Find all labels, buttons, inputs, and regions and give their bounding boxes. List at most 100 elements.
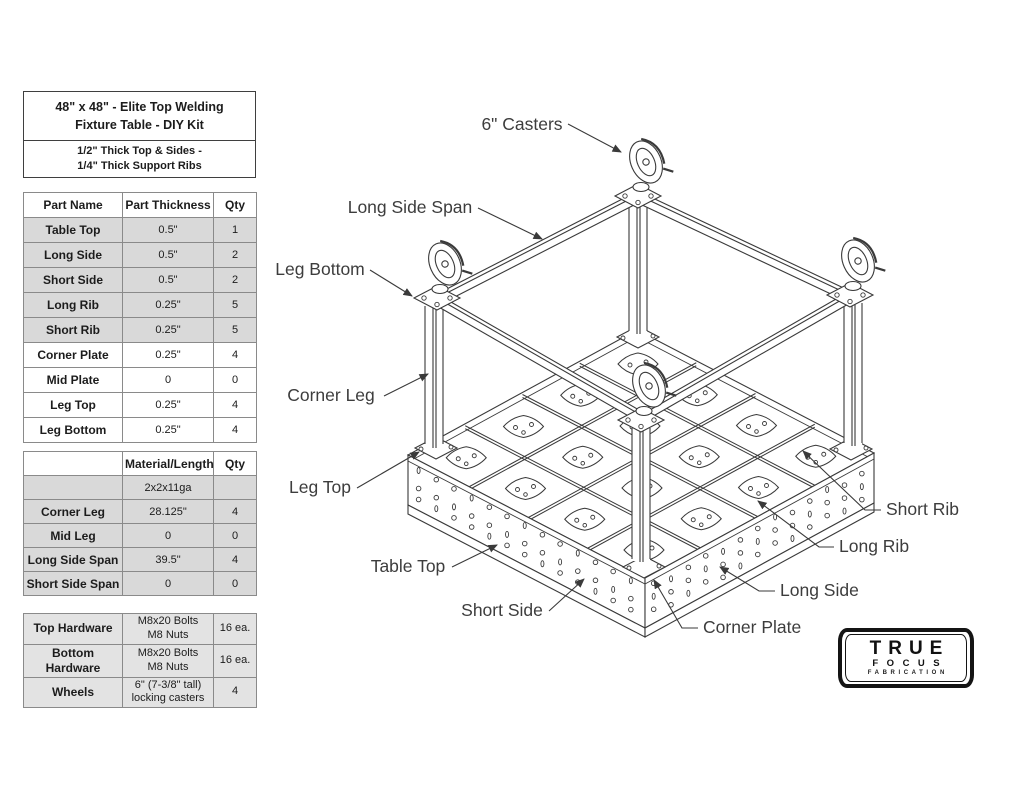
table-header-row: Part Name Part Thickness Qty (23, 192, 257, 218)
rib-grid (465, 362, 817, 553)
table-row: Short Side 0.5" 2 (23, 267, 257, 293)
header-qty: Qty (213, 192, 257, 218)
label-long-side: Long Side (780, 580, 859, 600)
cell-qty (213, 475, 257, 500)
cell-qty: 4 (213, 342, 257, 368)
cell-name: Leg Top (23, 392, 123, 418)
cell-name: Long Side (23, 242, 123, 268)
cell-value: 0 (122, 523, 214, 548)
table-row: Long Side Span 39.5" 4 (23, 547, 257, 572)
label-casters: 6" Casters (481, 114, 562, 134)
cell-value: 39.5" (122, 547, 214, 572)
table-row: Long Side 0.5" 2 (23, 242, 257, 268)
cell-qty: 1 (213, 217, 257, 243)
corner-leg-left (424, 306, 444, 448)
table-row: Bottom Hardware M8x20 Bolts M8 Nuts 16 e… (23, 643, 257, 678)
table-header-row: Material/Length Qty (23, 451, 257, 476)
page-subtitle: 1/2" Thick Top & Sides - 1/4" Thick Supp… (77, 145, 202, 173)
leader-leg-bottom (369, 269, 413, 297)
corner-leg-right (843, 303, 863, 446)
cell-qty: 2 (213, 242, 257, 268)
corner-leg-back (628, 203, 648, 334)
cell-name: Top Hardware (23, 613, 123, 645)
table-row: Mid Leg 0 0 (23, 523, 257, 548)
table-row: Corner Plate 0.25" 4 (23, 342, 257, 368)
cell-name: Mid Plate (23, 367, 123, 393)
label-corner-plate: Corner Plate (703, 617, 801, 637)
logo-line-fabrication: FABRICATION (867, 669, 948, 676)
logo-line-true: TRUE (869, 637, 950, 659)
cell-name (23, 475, 123, 500)
cell-thickness: 0.5" (122, 242, 214, 268)
table-row: Table Top 0.5" 1 (23, 217, 257, 243)
cell-thickness: 0.25" (122, 342, 214, 368)
cell-name: Bottom Hardware (23, 643, 123, 678)
cell-thickness: 0.5" (122, 217, 214, 243)
leader-long-side (719, 566, 775, 592)
cell-thickness: 0.25" (122, 317, 214, 343)
cell-value: 28.125" (122, 499, 214, 524)
cell-name: Leg Bottom (23, 417, 123, 443)
page-title: 48" x 48" - Elite Top Welding Fixture Ta… (24, 92, 255, 142)
cell-name: Short Side (23, 267, 123, 293)
cell-qty: 4 (213, 499, 257, 524)
leader-long-rib (757, 500, 834, 548)
cell-qty: 4 (213, 547, 257, 572)
cell-qty: 5 (213, 317, 257, 343)
cell-value: 0 (122, 571, 214, 596)
table-row: Wheels 6" (7-3/8" tall) locking casters … (23, 676, 257, 708)
table-row: Short Side Span 0 0 (23, 571, 257, 596)
cell-qty: 4 (213, 676, 257, 708)
cell-thickness: 0.5" (122, 267, 214, 293)
leader-long-side-span (477, 207, 543, 240)
cell-value: 2x2x11ga (122, 475, 214, 500)
header-qty: Qty (213, 451, 257, 476)
label-corner-leg: Corner Leg (287, 385, 375, 405)
table-row: 2x2x11ga (23, 475, 257, 500)
label-long-rib: Long Rib (839, 536, 909, 556)
callout-labels: 6" Casters Long Side Span Leg Bottom Cor… (275, 114, 959, 637)
label-long-side-span: Long Side Span (348, 197, 473, 217)
cell-name: Long Side Span (23, 547, 123, 572)
cell-thickness: 0 (122, 367, 214, 393)
caster-left (412, 233, 475, 312)
label-short-side: Short Side (461, 600, 543, 620)
header-blank (23, 451, 123, 476)
side-spans (436, 191, 851, 423)
cell-value: M8x20 Bolts M8 Nuts (122, 643, 214, 678)
caster-right (825, 230, 888, 309)
cell-qty: 4 (213, 392, 257, 418)
cell-qty: 5 (213, 292, 257, 318)
cell-qty: 0 (213, 367, 257, 393)
cell-name: Table Top (23, 217, 123, 243)
table-row: Leg Bottom 0.25" 4 (23, 417, 257, 443)
table-row: Mid Plate 0 0 (23, 367, 257, 393)
short-side-holes (415, 467, 634, 613)
table-row: Top Hardware M8x20 Bolts M8 Nuts 16 ea. (23, 613, 257, 645)
title-block: 48" x 48" - Elite Top Welding Fixture Ta… (23, 91, 256, 178)
table-row: Short Rib 0.25" 5 (23, 317, 257, 343)
cell-qty: 0 (213, 523, 257, 548)
cell-name: Short Side Span (23, 571, 123, 596)
table-row: Corner Leg 28.125" 4 (23, 499, 257, 524)
leader-corner-plate (653, 579, 698, 629)
hardware-table: Top Hardware M8x20 Bolts M8 Nuts 16 ea. … (23, 613, 257, 708)
cell-name: Corner Plate (23, 342, 123, 368)
label-table-top: Table Top (371, 556, 446, 576)
cell-name: Mid Leg (23, 523, 123, 548)
leader-corner-leg (383, 373, 429, 397)
cell-qty: 4 (213, 417, 257, 443)
long-side-holes (650, 470, 865, 613)
table-row: Long Rib 0.25" 5 (23, 292, 257, 318)
label-leg-top: Leg Top (289, 477, 351, 497)
leader-short-rib (802, 450, 881, 511)
table-row: Leg Top 0.25" 4 (23, 392, 257, 418)
label-short-rib: Short Rib (886, 499, 959, 519)
cell-name: Long Rib (23, 292, 123, 318)
leader-table-top (451, 544, 498, 568)
header-part-name: Part Name (23, 192, 123, 218)
cell-name: Wheels (23, 676, 123, 708)
leader-casters (567, 123, 622, 153)
